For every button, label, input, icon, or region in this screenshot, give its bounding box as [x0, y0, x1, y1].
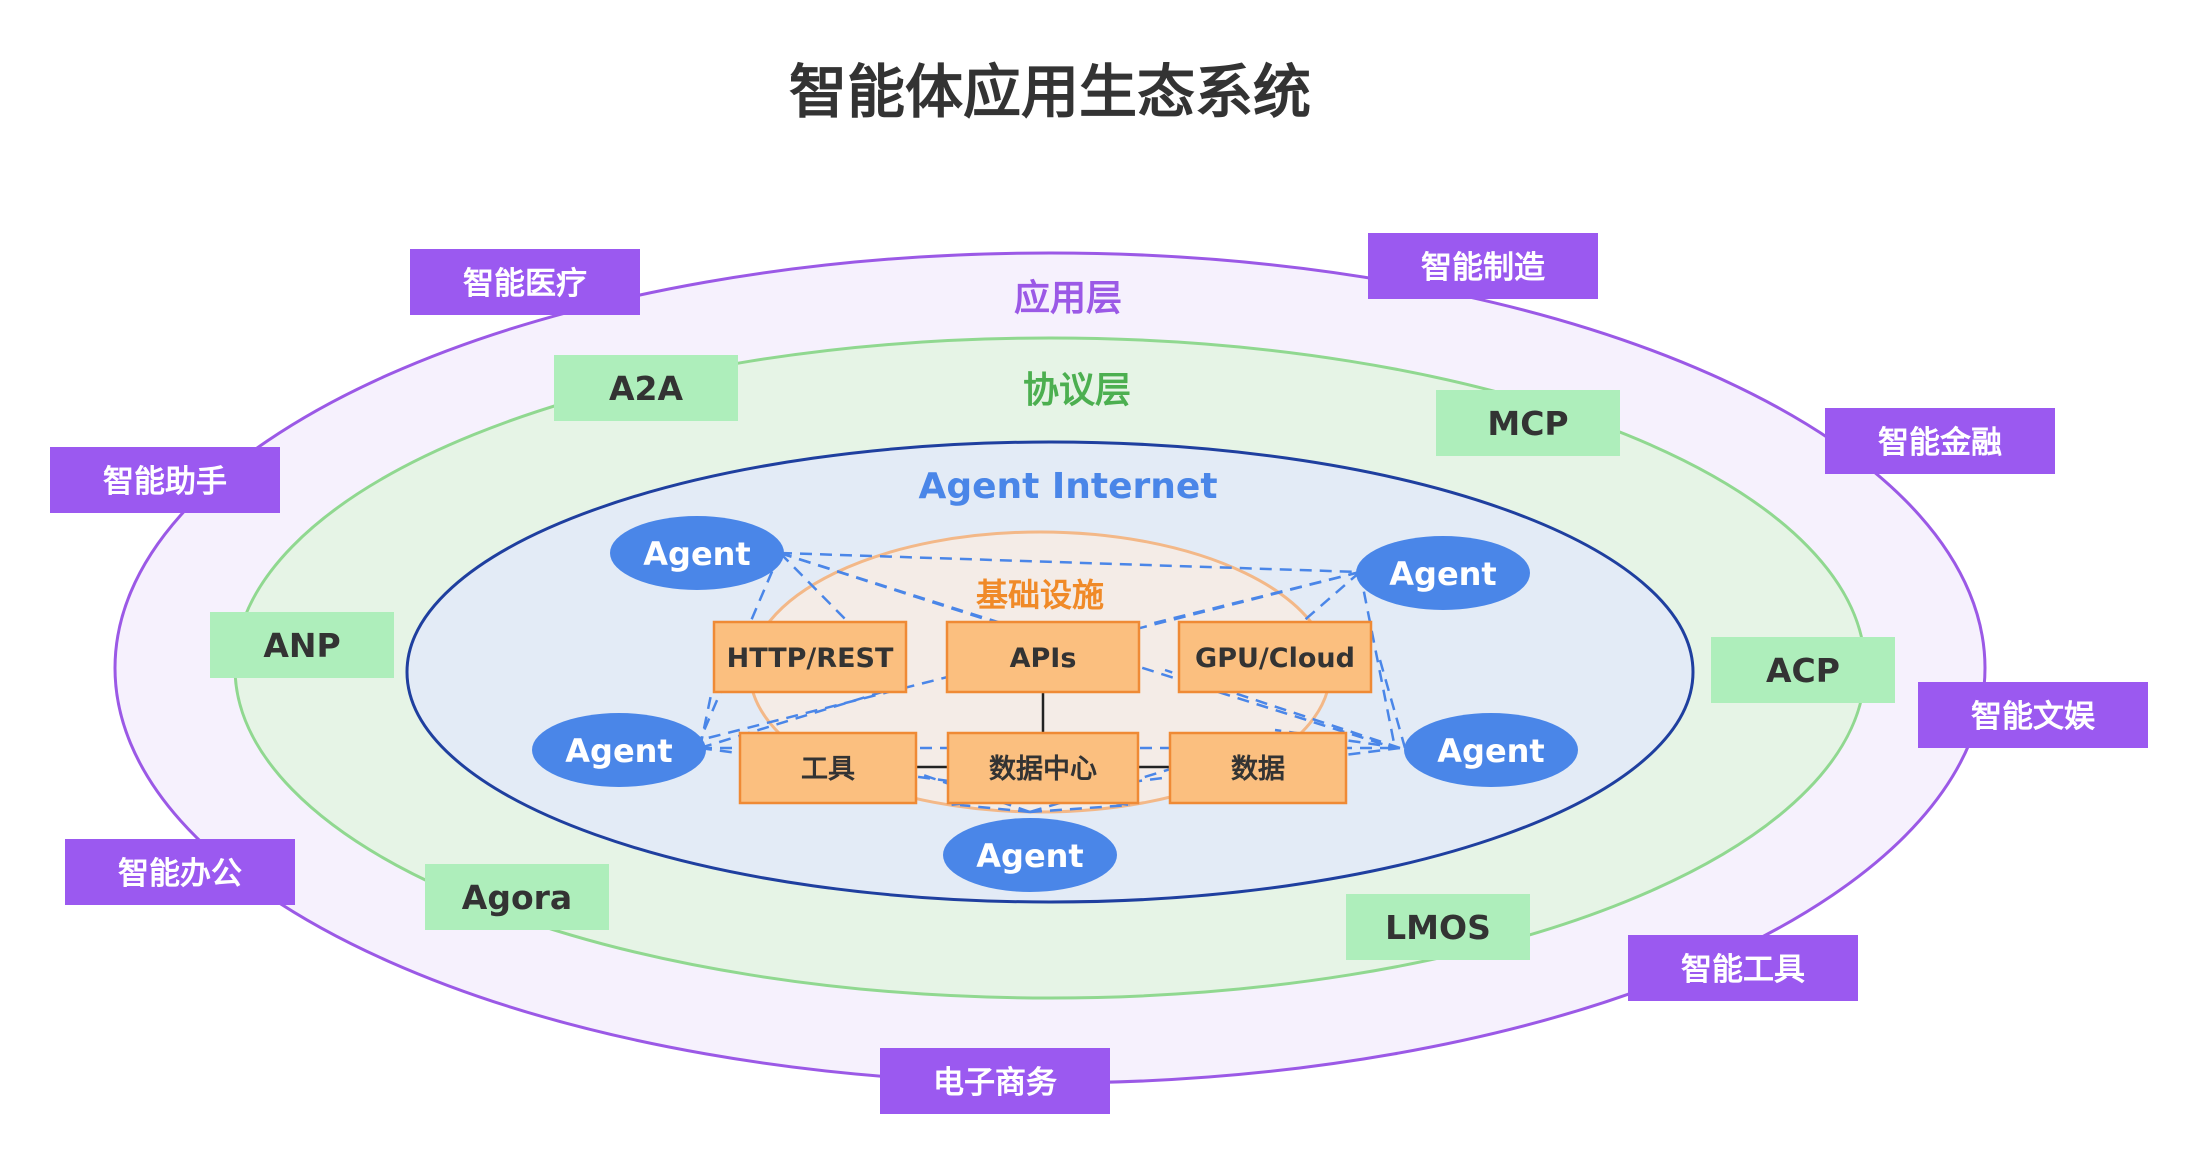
svg-text:MCP: MCP — [1487, 404, 1568, 443]
svg-text:数据: 数据 — [1231, 754, 1285, 785]
protocol-box: LMOS — [1346, 894, 1530, 960]
svg-text:Agent: Agent — [565, 732, 672, 770]
svg-text:智能金融: 智能金融 — [1878, 425, 2002, 461]
agent-node: Agent — [1356, 536, 1530, 610]
svg-text:智能医疗: 智能医疗 — [463, 266, 587, 302]
link — [699, 682, 909, 750]
svg-text:HTTP/REST: HTTP/REST — [727, 643, 894, 674]
protocol-layer-label: 协议层 — [1023, 370, 1131, 411]
protocol-box: ANP — [210, 612, 394, 678]
svg-text:Agent: Agent — [1437, 732, 1544, 770]
agent-node: Agent — [1404, 713, 1578, 787]
infra-box: HTTP/REST — [712, 620, 908, 694]
infra-box: 工具 — [738, 731, 918, 805]
agent-node: Agent — [943, 818, 1117, 892]
link — [779, 552, 851, 625]
svg-text:Agent: Agent — [1389, 555, 1496, 593]
svg-text:Agora: Agora — [462, 878, 572, 917]
link — [1378, 659, 1407, 749]
application-box: 智能办公 — [65, 839, 295, 905]
link — [779, 551, 1361, 574]
agent-internet-label: Agent Internet — [918, 466, 1217, 507]
svg-text:APIs: APIs — [1010, 643, 1077, 674]
application-layer-label: 应用层 — [1014, 278, 1122, 319]
application-box: 电子商务 — [880, 1048, 1110, 1114]
link — [698, 689, 714, 749]
application-box: 智能医疗 — [410, 249, 640, 315]
svg-text:电子商务: 电子商务 — [933, 1065, 1057, 1101]
protocol-box: MCP — [1436, 390, 1620, 456]
svg-text:智能办公: 智能办公 — [118, 856, 242, 892]
svg-text:工具: 工具 — [801, 754, 855, 785]
svg-text:Agent: Agent — [976, 837, 1083, 875]
protocol-box: A2A — [554, 355, 738, 421]
svg-text:ACP: ACP — [1766, 651, 1840, 690]
link — [1299, 571, 1361, 625]
svg-text:A2A: A2A — [609, 369, 684, 408]
agent-node: Agent — [532, 713, 706, 787]
svg-text:GPU/Cloud: GPU/Cloud — [1195, 643, 1355, 674]
infra-box: APIs — [945, 620, 1141, 694]
infra-box: 数据中心 — [946, 731, 1140, 805]
protocol-box: Agora — [425, 864, 609, 930]
svg-text:智能助手: 智能助手 — [103, 464, 227, 500]
link — [1358, 571, 1397, 749]
svg-text:智能文娱: 智能文娱 — [1971, 699, 2096, 735]
infra-box: GPU/Cloud — [1177, 620, 1373, 694]
protocol-box: ACP — [1711, 637, 1895, 703]
svg-text:ANP: ANP — [263, 626, 340, 665]
application-box: 智能金融 — [1825, 408, 2055, 474]
application-box: 智能工具 — [1628, 935, 1858, 1001]
diagram-title: 智能体应用生态系统 — [789, 58, 1311, 126]
application-box: 智能助手 — [50, 447, 280, 513]
infra-connectors — [916, 692, 1170, 769]
link — [1029, 803, 1131, 814]
infra-box: 数据 — [1168, 731, 1348, 805]
svg-text:LMOS: LMOS — [1385, 908, 1491, 947]
svg-text:数据中心: 数据中心 — [989, 754, 1097, 785]
infrastructure-label: 基础设施 — [976, 576, 1104, 614]
application-box: 智能文娱 — [1918, 682, 2148, 748]
link — [959, 803, 1031, 814]
svg-text:智能工具: 智能工具 — [1681, 952, 1805, 988]
application-box: 智能制造 — [1368, 233, 1598, 299]
agent-node: Agent — [610, 516, 784, 590]
svg-text:智能制造: 智能制造 — [1421, 250, 1545, 286]
svg-text:Agent: Agent — [643, 535, 750, 573]
